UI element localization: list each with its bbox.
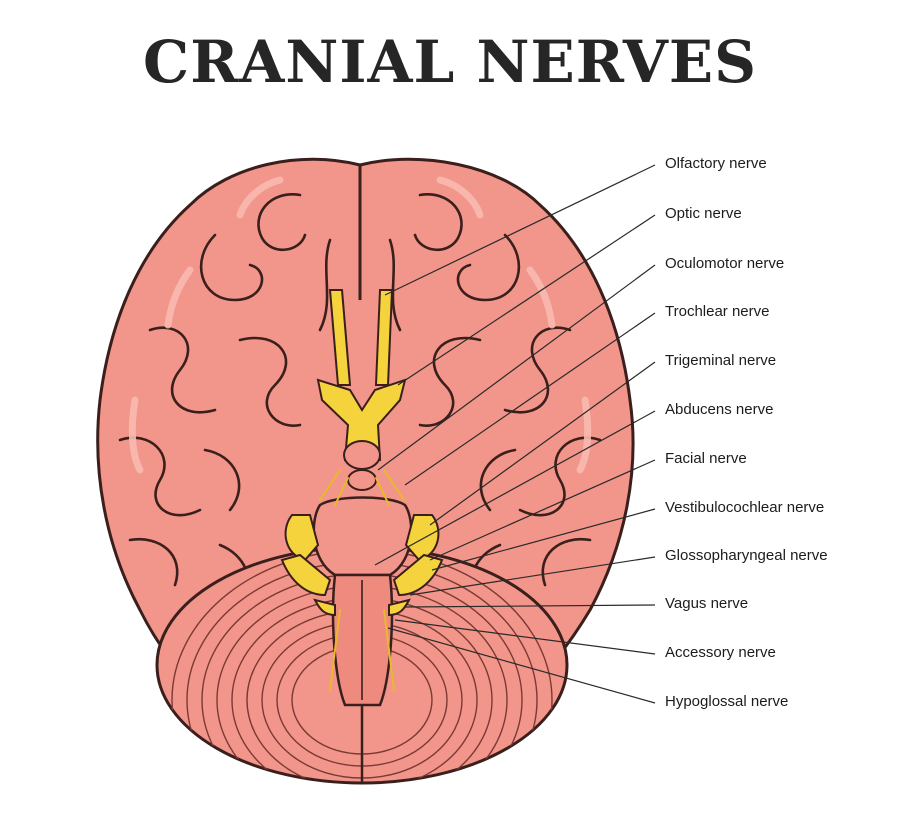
leader-optic xyxy=(397,214,656,386)
leader-vestibulocochlear xyxy=(431,508,656,571)
label-glossopharyngeal: Glossopharyngeal nerve xyxy=(665,547,828,564)
label-trochlear: Trochlear nerve xyxy=(665,303,770,320)
leader-abducens xyxy=(374,410,656,566)
leader-accessory xyxy=(394,619,656,655)
label-accessory: Accessory nerve xyxy=(665,644,776,661)
label-trigeminal: Trigeminal nerve xyxy=(665,352,777,369)
label-olfactory: Olfactory nerve xyxy=(665,155,767,172)
leader-oculomotor xyxy=(377,264,656,471)
label-oculomotor: Oculomotor nerve xyxy=(665,255,785,272)
label-hypoglossal: Hypoglossal nerve xyxy=(665,693,789,710)
leader-facial xyxy=(429,459,656,561)
label-optic: Optic nerve xyxy=(665,205,742,222)
label-facial: Facial nerve xyxy=(665,450,747,467)
cranial-nerve-roots xyxy=(280,514,444,617)
leader-hypoglossal xyxy=(387,627,656,704)
leader-trigeminal xyxy=(429,361,656,526)
leader-olfactory xyxy=(384,164,656,296)
leader-trochlear xyxy=(404,312,656,486)
label-vagus: Vagus nerve xyxy=(665,595,749,612)
olfactory-tracts xyxy=(328,289,394,386)
label-vestibulocochlear: Vestibulocochlear nerve xyxy=(665,499,825,516)
brainstem xyxy=(312,496,413,707)
label-abducens: Abducens nerve xyxy=(665,401,774,418)
leader-vagus xyxy=(404,604,656,608)
nerve-rootlets xyxy=(319,469,405,691)
leader-lines xyxy=(374,164,656,704)
diagram-title: CRANIAL NERVES xyxy=(143,28,757,96)
leader-glossopharyngeal xyxy=(409,556,656,596)
